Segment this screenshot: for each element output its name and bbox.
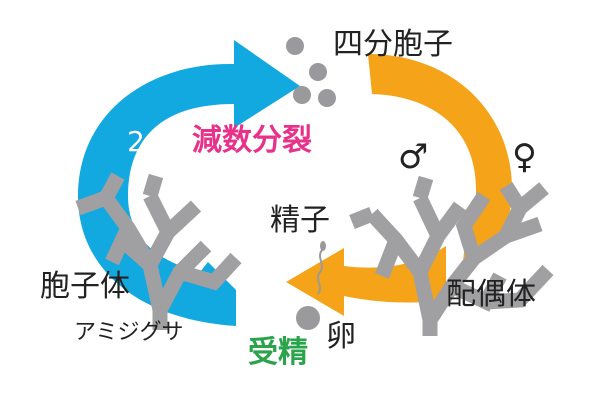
female-symbol: ♀: [512, 137, 537, 177]
sporophyte-label: 胞子体: [40, 269, 130, 304]
meiosis-label: 減数分裂: [192, 123, 312, 158]
tetraspores-label: 四分胞子: [333, 27, 453, 62]
diploid-label: 2n: [127, 125, 163, 158]
gametophyte-alga-icon: [349, 175, 554, 336]
spore-cluster-icon: [286, 37, 336, 107]
sperm-icon: [317, 241, 326, 295]
egg-icon: [296, 306, 320, 330]
alga-thallus-icon: [75, 172, 242, 330]
fertilization-label: 受精: [248, 335, 308, 370]
egg-label: 卵: [326, 319, 356, 354]
male-symbol: ♂: [398, 137, 429, 177]
gametophyte-label: 配偶体: [446, 277, 536, 312]
sperm-label: 精子: [270, 203, 330, 238]
species-label: アミジグサ: [74, 320, 184, 345]
haploid-label: n: [444, 125, 462, 158]
